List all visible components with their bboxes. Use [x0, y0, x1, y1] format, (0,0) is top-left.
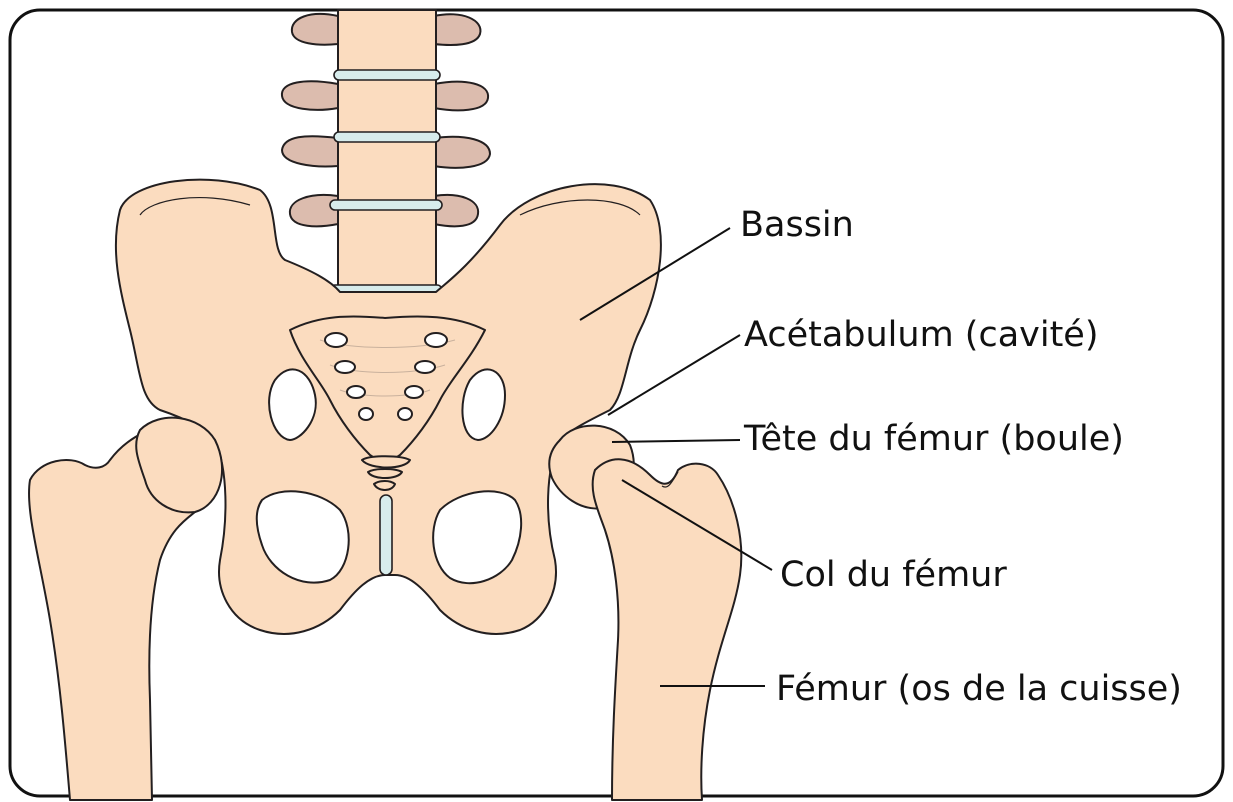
label-bassin: Bassin — [740, 205, 854, 245]
label-tete-femur: Tête du fémur (boule) — [743, 419, 1124, 459]
leader-tete-femur — [612, 440, 740, 442]
label-femur: Fémur (os de la cuisse) — [776, 669, 1182, 709]
label-acetabulum: Acétabulum (cavité) — [744, 315, 1099, 355]
labels: Bassin Acétabulum (cavité) Tête du fémur… — [740, 205, 1182, 709]
right-femur — [549, 426, 741, 800]
left-femur — [29, 418, 222, 800]
label-col-femur: Col du fémur — [780, 555, 1007, 595]
lumbar-spine — [282, 10, 490, 295]
